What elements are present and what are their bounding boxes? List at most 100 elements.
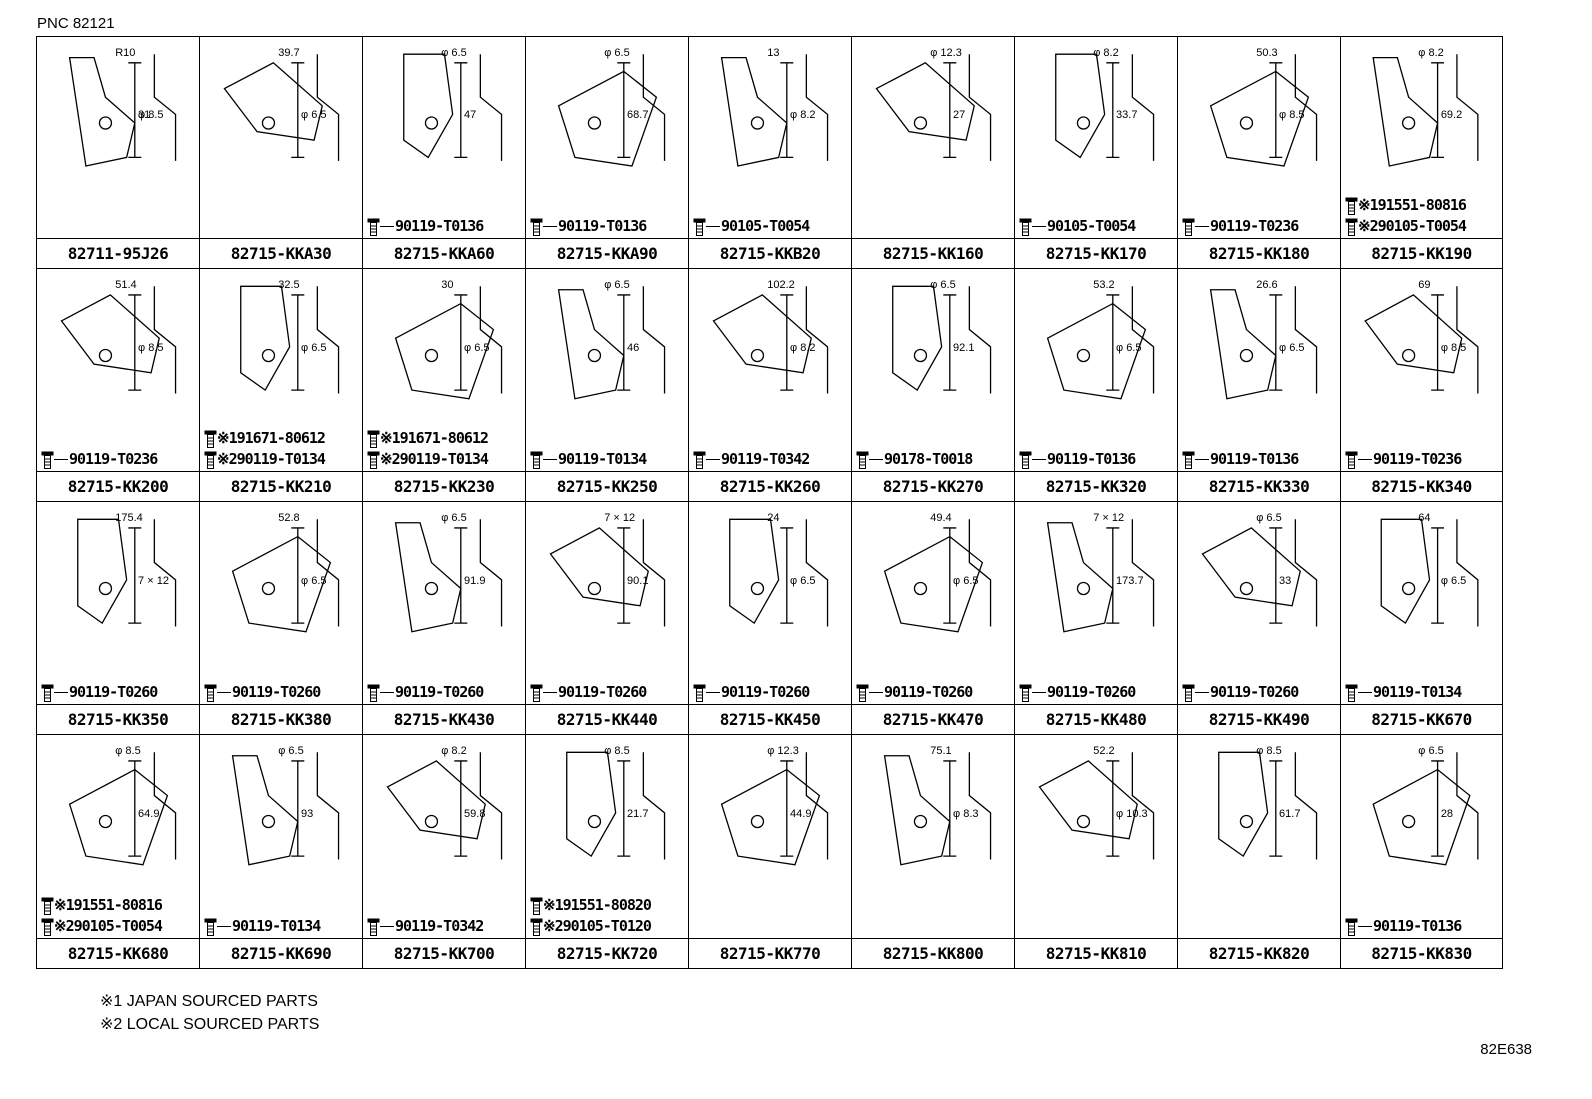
bolt-callout: ※290119-T0134: [367, 450, 523, 470]
dimension-label: φ 8.2: [441, 745, 467, 757]
part-number: 82715-KK770: [689, 938, 851, 968]
dimension-label: 49.4: [930, 512, 952, 524]
mounting-hole: [98, 814, 113, 829]
dimension-label: φ 6.5: [604, 47, 630, 59]
dimension-label: 44.9: [790, 807, 812, 820]
dimension-label: φ 6.5: [278, 745, 304, 757]
bracket-outline: [1055, 53, 1106, 159]
dimension-label: 47: [464, 109, 477, 122]
part-drawing: [892, 285, 992, 394]
bolt-icon: [1345, 918, 1358, 936]
bracket-outline: [566, 751, 617, 858]
mounting-hole: [913, 581, 928, 596]
bolt-icon: [367, 918, 380, 936]
bracket-side-view: [479, 519, 503, 627]
bolt-callout: ※290105-T0054: [41, 917, 197, 937]
bolt-icon: [204, 684, 217, 702]
bolt-part-number: 90119-T0342: [395, 917, 484, 935]
bolt-icon: [856, 451, 869, 469]
bracket-side-view: [153, 286, 177, 394]
part-number: 82715-KK720: [526, 938, 688, 968]
dimension-label: 75.1: [930, 745, 952, 757]
bracket-outline: [386, 760, 486, 840]
part-drawing: [60, 286, 177, 394]
dimension-label: φ 6.5: [441, 47, 467, 59]
bolt-part-number: ※191551-80820: [543, 896, 652, 914]
bracket-outline: [1380, 518, 1431, 625]
bracket-side-view: [1131, 54, 1155, 161]
leader-line: [380, 926, 394, 927]
bracket-outline: [892, 285, 943, 392]
bolt-callout: ※191551-80816: [1345, 196, 1500, 216]
dimension-line: [780, 760, 794, 857]
bolt-callout: 90119-T0260: [693, 683, 849, 703]
bracket-side-view: [968, 519, 992, 627]
bolt-part-number: ※290119-T0134: [217, 450, 326, 468]
bracket-outline: [231, 535, 332, 633]
bracket-side-view: [642, 519, 666, 627]
part-number: 82715-KK190: [1341, 238, 1502, 268]
dimension-line: [943, 62, 957, 159]
bolt-part-number: 90119-T0136: [1373, 917, 1462, 935]
part-drawing: [68, 54, 177, 167]
bolt-icon: [693, 684, 706, 702]
bracket-outline: [883, 755, 951, 866]
leader-line: [543, 226, 557, 227]
leader-line: [1032, 692, 1046, 693]
dimension-label: 69.2: [1440, 109, 1463, 122]
bolt-icon: [367, 451, 380, 469]
bolt-callout: 90105-T0054: [1019, 217, 1175, 237]
bolt-part-number: 90119-T0260: [69, 683, 158, 701]
part-drawing: [1046, 286, 1155, 400]
bracket-outline: [712, 294, 812, 374]
bolt-part-number: 90119-T0342: [721, 450, 810, 468]
bracket-side-view: [642, 286, 666, 394]
mounting-hole: [261, 814, 276, 829]
part-drawing: [394, 286, 503, 400]
bracket-outline: [68, 768, 169, 866]
bolt-callout: ※191671-80612: [367, 429, 523, 449]
mounting-hole: [1401, 116, 1416, 130]
leader-line: [1195, 226, 1209, 227]
mounting-hole: [587, 814, 602, 829]
bolt-icon: [204, 918, 217, 936]
bolt-part-number: 90119-T0260: [558, 683, 647, 701]
part-drawing: [712, 286, 829, 394]
bracket-side-view: [153, 54, 177, 161]
dimension-label: φ 8.5: [138, 109, 164, 122]
part-drawing: [386, 752, 503, 860]
bolt-part-number: ※191551-80816: [54, 896, 163, 914]
part-drawing: [1364, 286, 1479, 394]
bracket-side-view: [479, 752, 503, 860]
bracket-outline: [394, 302, 495, 400]
bolt-icon: [204, 430, 217, 448]
bracket-side-view: [805, 54, 829, 161]
note-local-sourced: ※2 LOCAL SOURCED PARTS: [100, 1016, 320, 1033]
part-number: 82715-KK350: [37, 704, 199, 734]
bracket-outline: [557, 70, 658, 167]
bolt-callout: 90119-T0260: [856, 683, 1012, 703]
bolt-part-number: 90119-T0134: [232, 917, 321, 935]
bracket-side-view: [968, 54, 992, 161]
leader-line: [1195, 692, 1209, 693]
mounting-hole: [750, 814, 765, 829]
leader-line: [869, 459, 883, 460]
pnc-label: PNC 82121: [37, 15, 115, 32]
leader-line: [217, 692, 231, 693]
dimension-line: [128, 294, 142, 391]
leader-line: [543, 692, 557, 693]
part-number: 82715-KKB20: [689, 238, 851, 268]
bolt-part-number: 90178-T0018: [884, 450, 973, 468]
notes: ※1 JAPAN SOURCED PARTS ※2 LOCAL SOURCED …: [100, 990, 319, 1036]
bracket-outline: [1038, 760, 1138, 840]
bolt-icon: [367, 430, 380, 448]
bolt-callout: 90119-T0134: [530, 450, 686, 470]
bolt-callout: 90119-T0236: [1182, 217, 1338, 237]
